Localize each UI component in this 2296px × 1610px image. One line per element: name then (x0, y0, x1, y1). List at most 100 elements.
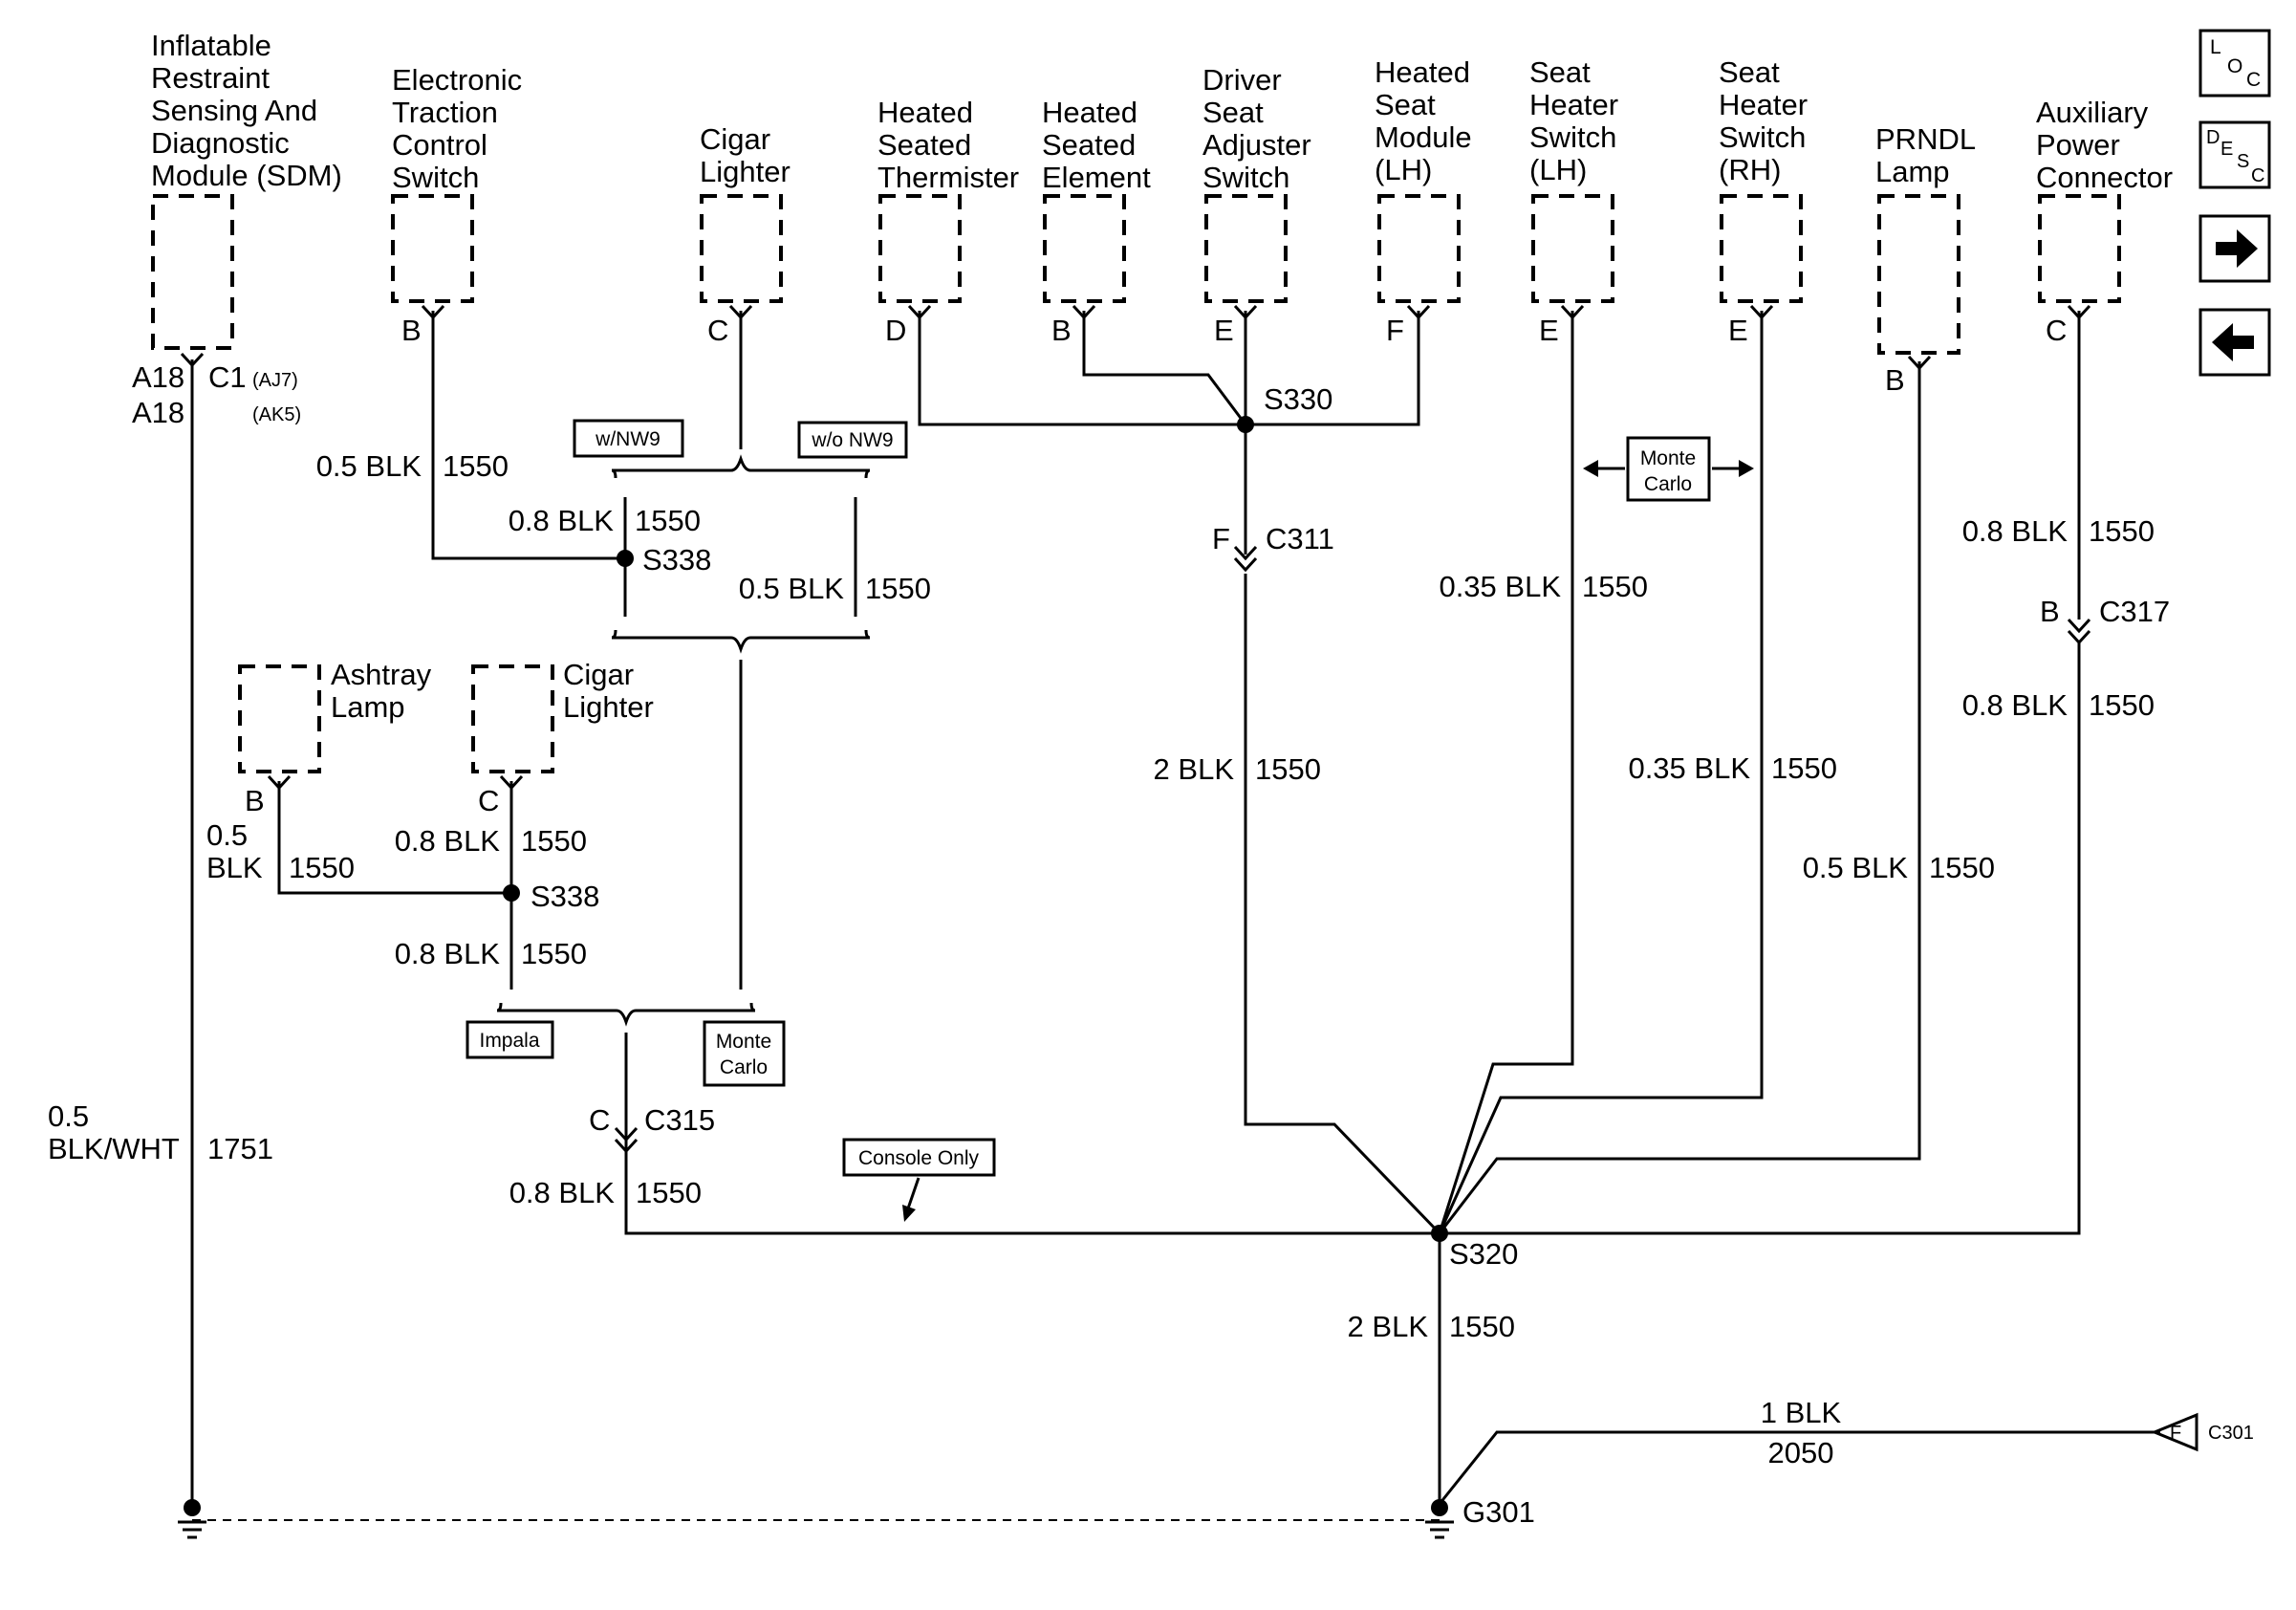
cigar-low-label-line: Lighter (563, 690, 654, 724)
heated-seat-label-line: Module (1375, 120, 1472, 154)
sh-rh-label-line: (RH) (1719, 153, 1781, 186)
svg-text:1550: 1550 (2089, 514, 2155, 548)
svg-text:1550: 1550 (443, 449, 509, 483)
pin-label: C (2046, 314, 2067, 347)
sdm-label-line: Diagnostic (151, 126, 290, 160)
etc-wire (431, 311, 625, 560)
wire-label-s320-down: 2 BLK 1550 (1348, 1310, 1515, 1343)
svg-text:Impala: Impala (479, 1030, 539, 1052)
loc-button[interactable]: L O C (2199, 29, 2271, 98)
wire-label-c301: 1 BLK 2050 (1761, 1396, 1842, 1469)
wire-label-cigar-low: 0.8 BLK 1550 (395, 824, 587, 858)
svg-text:1550: 1550 (289, 851, 355, 884)
driver-seat-label-line: Seat (1202, 96, 1264, 129)
cigar-top-label-line: Cigar (700, 122, 770, 156)
svg-text:E: E (2220, 139, 2233, 160)
svg-text:0.5: 0.5 (206, 818, 248, 852)
element-label: Heated Seated Element (1042, 96, 1151, 194)
option-tag-console-only: Console Only (842, 1138, 996, 1222)
splice-label: S320 (1449, 1237, 1518, 1271)
sdm-component (151, 194, 234, 350)
pin-label: B (1885, 363, 1905, 397)
impala-bracket-curls (496, 1002, 756, 1027)
element-label-line: Seated (1042, 128, 1136, 162)
wire-label-aux-down: 0.8 BLK 1550 (1962, 688, 2155, 722)
svg-text:0.5 BLK: 0.5 BLK (739, 572, 845, 605)
pin-label: F (1386, 314, 1404, 347)
pin-label: A18 (132, 396, 184, 429)
aux-wire (1440, 311, 2081, 1235)
prndl-lamp-component (1877, 194, 1960, 355)
thermistor-label: Heated Seated Thermister (877, 96, 1019, 194)
svg-text:0.8 BLK: 0.8 BLK (509, 1176, 616, 1209)
prndl-label: PRNDL Lamp (1875, 122, 1976, 188)
prev-button[interactable] (2199, 308, 2271, 377)
heated-seat-label-line: Seat (1375, 88, 1436, 121)
sh-rh-label-line: Switch (1719, 120, 1806, 154)
splice-s330 (1237, 416, 1254, 433)
option-tag-monte-carlo-right: Monte Carlo (1583, 436, 1754, 502)
next-button[interactable] (2199, 214, 2271, 283)
etc-label: Electronic Traction Control Switch (392, 63, 522, 194)
element-label-line: Heated (1042, 96, 1137, 129)
thermistor-label-line: Seated (877, 128, 971, 162)
pin-label: B (245, 784, 265, 817)
pin-label: C (589, 1103, 610, 1137)
thermistor-wire (918, 311, 1245, 426)
cigar-low-label: Cigar Lighter (563, 658, 654, 724)
inline-connector-c311 (1233, 545, 1258, 573)
pin-label: B (401, 314, 422, 347)
sh-rh-label: Seat Heater Switch (RH) (1719, 55, 1808, 186)
sh-lh-wire (1438, 311, 1574, 1234)
sdm-label-line: Restraint (151, 61, 270, 95)
svg-text:1 BLK: 1 BLK (1761, 1396, 1842, 1429)
option-tag-w-nw9: w/NW9 (573, 419, 684, 458)
pin-hooks (180, 304, 2091, 791)
sdm-label-line: Sensing And (151, 94, 317, 127)
pin-label: E (1539, 314, 1559, 347)
pin-label: A18 (132, 360, 184, 394)
wire-label-sh-rh: 0.35 BLK 1550 (1628, 751, 1837, 785)
svg-text:1550: 1550 (1771, 751, 1837, 785)
prndl-label-line: Lamp (1875, 155, 1950, 188)
svg-text:0.8 BLK: 0.8 BLK (395, 824, 501, 858)
wire-label-s338-up: 0.8 BLK 1550 (509, 504, 701, 537)
aux-label-line: Power (2036, 128, 2120, 162)
connector-label: C301 (2208, 1423, 2254, 1444)
element-wire (1082, 311, 1247, 425)
svg-text:Monte: Monte (1640, 447, 1696, 469)
ashtray-lamp-component (238, 664, 321, 773)
svg-text:BLK: BLK (206, 851, 263, 884)
ground-label: G301 (1462, 1495, 1535, 1529)
pin-label: F (1212, 522, 1230, 555)
cigar-low-label-line: Cigar (563, 658, 634, 691)
sh-lh-label-line: (LH) (1529, 153, 1587, 186)
sh-lh-label-line: Seat (1529, 55, 1591, 89)
heated-seat-wire (1245, 311, 1420, 426)
sh-lh-label-line: Heater (1529, 88, 1618, 121)
wire-label-sh-lh: 0.35 BLK 1550 (1439, 570, 1648, 603)
svg-text:1751: 1751 (207, 1132, 273, 1165)
splice-label: S330 (1264, 382, 1332, 416)
pin-label: C (707, 314, 728, 347)
sdm-label: Inflatable Restraint Sensing And Diagnos… (151, 29, 342, 192)
thermistor-label-line: Thermister (877, 161, 1019, 194)
aux-label-line: Auxiliary (2036, 96, 2149, 129)
driver-seat-label-line: Adjuster (1202, 128, 1311, 162)
svg-text:0.8 BLK: 0.8 BLK (1962, 514, 2069, 548)
splice-label: S338 (642, 543, 711, 577)
svg-text:0.8 BLK: 0.8 BLK (1962, 688, 2069, 722)
lower-bracket-curls (611, 629, 871, 654)
ashtray-label-line: Ashtray (331, 658, 432, 691)
svg-text:0.8 BLK: 0.8 BLK (509, 504, 615, 537)
inline-connector-c317 (2067, 618, 2091, 645)
connector-label: C315 (644, 1103, 715, 1137)
ground-sdm-dot (184, 1499, 201, 1516)
heated-seat-module-component (1377, 194, 1461, 303)
desc-button[interactable]: D E S C (2199, 120, 2271, 189)
pin-label: B (1051, 314, 1072, 347)
svg-text:0.5 BLK: 0.5 BLK (1803, 851, 1909, 884)
svg-text:1550: 1550 (635, 504, 701, 537)
wire-label-s338-low-down: 0.8 BLK 1550 (395, 937, 587, 970)
